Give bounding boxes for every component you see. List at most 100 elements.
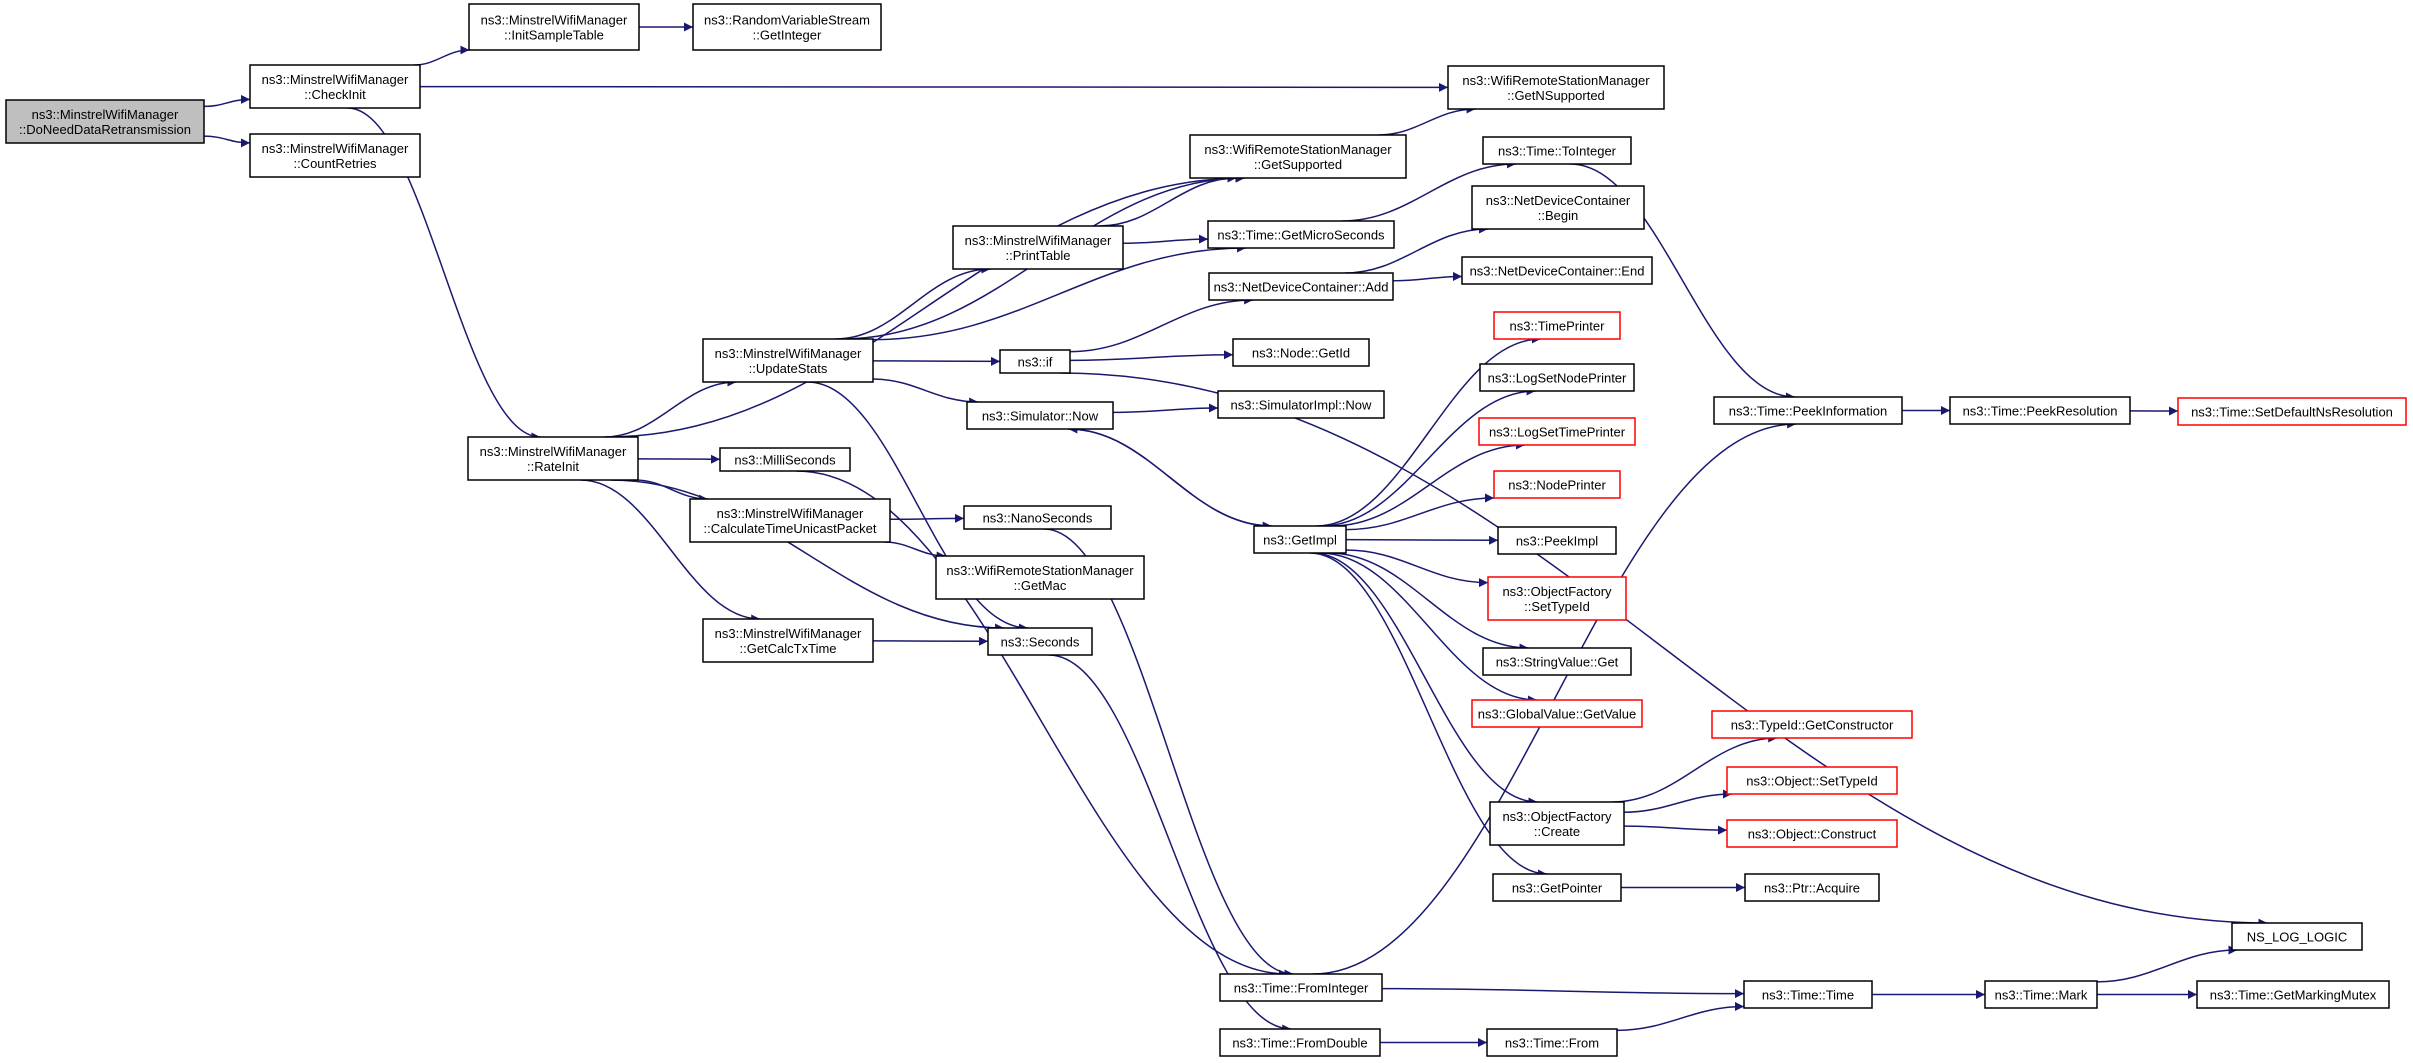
node-nodeprinter[interactable]: ns3::NodePrinter (1493, 470, 1621, 499)
node-seconds[interactable]: ns3::Seconds (987, 627, 1093, 656)
node-ndcadd[interactable]: ns3::NetDeviceContainer::Add (1208, 272, 1394, 301)
node-box (1471, 185, 1645, 230)
node-getpointer[interactable]: ns3::GetPointer (1492, 873, 1622, 902)
node-box (935, 555, 1145, 600)
node-printtable[interactable]: ns3::MinstrelWifiManager::PrintTable (952, 225, 1124, 270)
node-label: ns3::WifiRemoteStationManager (1462, 73, 1650, 88)
edge-updatestats-to-seconds (807, 381, 1028, 633)
node-rvsgetint[interactable]: ns3::RandomVariableStream::GetInteger (692, 3, 882, 51)
node-label: ns3::Time::GetMarkingMutex (2210, 988, 2377, 1003)
node-box (1493, 470, 1621, 499)
node-timetime[interactable]: ns3::Time::Time (1743, 980, 1873, 1009)
edge-ndcadd-to-ndcbegin (1344, 224, 1489, 274)
node-box (1482, 647, 1632, 676)
edge-line (1319, 552, 1538, 705)
edge-checkinit-to-initsample (414, 45, 470, 66)
node-strvalget[interactable]: ns3::StringValue::Get (1482, 647, 1632, 676)
node-peekres[interactable]: ns3::Time::PeekResolution (1949, 396, 2131, 425)
node-ratelnit[interactable]: ns3::MinstrelWifiManager::RateInit (467, 436, 639, 481)
edge-calctime-to-nanoseconds (889, 513, 965, 523)
edge-line (807, 381, 1028, 633)
node-getimpl[interactable]: ns3::GetImpl (1253, 525, 1347, 554)
node-objsettype[interactable]: ns3::Object::SetTypeId (1726, 766, 1898, 795)
node-ndcend[interactable]: ns3::NetDeviceContainer::End (1461, 256, 1653, 285)
node-updatestats[interactable]: ns3::MinstrelWifiManager::UpdateStats (702, 338, 874, 383)
node-box (1253, 525, 1347, 554)
node-simimplnow[interactable]: ns3::SimulatorImpl::Now (1217, 390, 1385, 419)
edge-getimpl-to-logsetnode (1321, 386, 1536, 527)
node-logsettime[interactable]: ns3::LogSetTimePrinter (1478, 417, 1636, 446)
node-label: ns3::Object::SetTypeId (1746, 774, 1878, 789)
node-toint[interactable]: ns3::Time::ToInteger (1482, 136, 1632, 165)
node-label: ::GetCalcTxTime (739, 641, 836, 656)
node-getmarkmutex[interactable]: ns3::Time::GetMarkingMutex (2196, 980, 2390, 1009)
edge-line (419, 82, 1449, 92)
node-getnsupported[interactable]: ns3::WifiRemoteStationManager::GetNSuppo… (1447, 65, 1665, 110)
node-timefrom[interactable]: ns3::Time::From (1486, 1028, 1618, 1057)
node-peekimpl[interactable]: ns3::PeekImpl (1497, 526, 1617, 555)
node-ofcreate[interactable]: ns3::ObjectFactory::Create (1489, 801, 1625, 846)
edge-frominteger-to-timetime (1381, 987, 1745, 999)
edge-line (1069, 295, 1254, 353)
edge-line (1392, 271, 1463, 282)
node-setdefres[interactable]: ns3::Time::SetDefaultNsResolution (2177, 397, 2407, 426)
node-ns3if[interactable]: ns3::if (999, 349, 1071, 374)
edge-line (884, 541, 946, 561)
edge-line (1570, 163, 1795, 402)
node-peekinfo[interactable]: ns3::Time::PeekInformation (1713, 396, 1903, 425)
edge-line (1344, 224, 1489, 274)
node-label: ns3::MinstrelWifiManager (262, 141, 409, 156)
node-fromdouble[interactable]: ns3::Time::FromDouble (1219, 1028, 1381, 1057)
node-initsample[interactable]: ns3::MinstrelWifiManager::InitSampleTabl… (468, 3, 640, 51)
node-typeidgetctor[interactable]: ns3::TypeId::GetConstructor (1711, 710, 1913, 739)
edge-line (1122, 234, 1209, 245)
edge-getimpl-to-simnow (1068, 424, 1272, 527)
node-label: ns3::Time::SetDefaultNsResolution (2191, 405, 2393, 420)
node-box (2196, 980, 2390, 1009)
node-label: ns3::Time::GetMicroSeconds (1217, 228, 1385, 243)
node-countretries[interactable]: ns3::MinstrelWifiManager::CountRetries (249, 133, 421, 178)
node-logsetnode[interactable]: ns3::LogSetNodePrinter (1479, 363, 1635, 392)
node-ptracquire[interactable]: ns3::Ptr::Acquire (1744, 873, 1880, 902)
node-box (966, 401, 1114, 430)
node-label: ns3::Time::PeekResolution (1963, 404, 2118, 419)
node-gvgetvalue[interactable]: ns3::GlobalValue::GetValue (1471, 699, 1643, 728)
node-nanoseconds[interactable]: ns3::NanoSeconds (963, 505, 1112, 530)
node-getsupported[interactable]: ns3::WifiRemoteStationManager::GetSuppor… (1189, 134, 1407, 179)
node-label: ns3::MinstrelWifiManager (965, 233, 1112, 248)
node-ofsettype[interactable]: ns3::ObjectFactory::SetTypeId (1487, 576, 1627, 621)
node-timemark[interactable]: ns3::Time::Mark (1984, 980, 2098, 1009)
node-box (1493, 311, 1621, 340)
edge-line (414, 45, 470, 66)
node-nslog[interactable]: NS_LOG_LOGIC (2231, 922, 2363, 951)
node-nodegetid[interactable]: ns3::Node::GetId (1232, 338, 1370, 367)
node-frominteger[interactable]: ns3::Time::FromInteger (1219, 973, 1383, 1002)
edge-nanoseconds-to-frominteger (1043, 528, 1294, 979)
node-checkinit[interactable]: ns3::MinstrelWifiManager::CheckInit (249, 64, 421, 109)
node-getmac[interactable]: ns3::WifiRemoteStationManager::GetMac (935, 555, 1145, 600)
node-label: ns3::MilliSeconds (734, 453, 836, 468)
node-simnow[interactable]: ns3::Simulator::Now (966, 401, 1114, 430)
node-calctime[interactable]: ns3::MinstrelWifiManager::CalculateTimeU… (689, 498, 891, 543)
node-root: ns3::MinstrelWifiManager::DoNeedDataRetr… (5, 99, 205, 144)
edge-line (1345, 535, 1499, 545)
node-ndcbegin[interactable]: ns3::NetDeviceContainer::Begin (1471, 185, 1645, 230)
edge-line (1309, 552, 1548, 879)
node-box (1743, 980, 1873, 1009)
edge-calctime-to-getmac (884, 541, 946, 561)
node-label: ns3::MinstrelWifiManager (262, 72, 409, 87)
node-box (1713, 396, 1903, 425)
node-label: ns3::Object::Construct (1748, 827, 1877, 842)
node-objconstruct[interactable]: ns3::Object::Construct (1726, 819, 1898, 848)
node-getcalctx[interactable]: ns3::MinstrelWifiManager::GetCalcTxTime (702, 618, 874, 663)
edge-line (796, 470, 1288, 979)
edge-line (1345, 549, 1489, 588)
node-box (1949, 396, 2131, 425)
node-timeprinter[interactable]: ns3::TimePrinter (1493, 311, 1621, 340)
node-getmicro[interactable]: ns3::Time::GetMicroSeconds (1207, 220, 1395, 249)
edge-printtable-to-getsupported (1099, 173, 1237, 227)
edge-line (835, 264, 991, 340)
edge-line (606, 173, 1245, 438)
node-milliseconds[interactable]: ns3::MilliSeconds (719, 447, 851, 472)
